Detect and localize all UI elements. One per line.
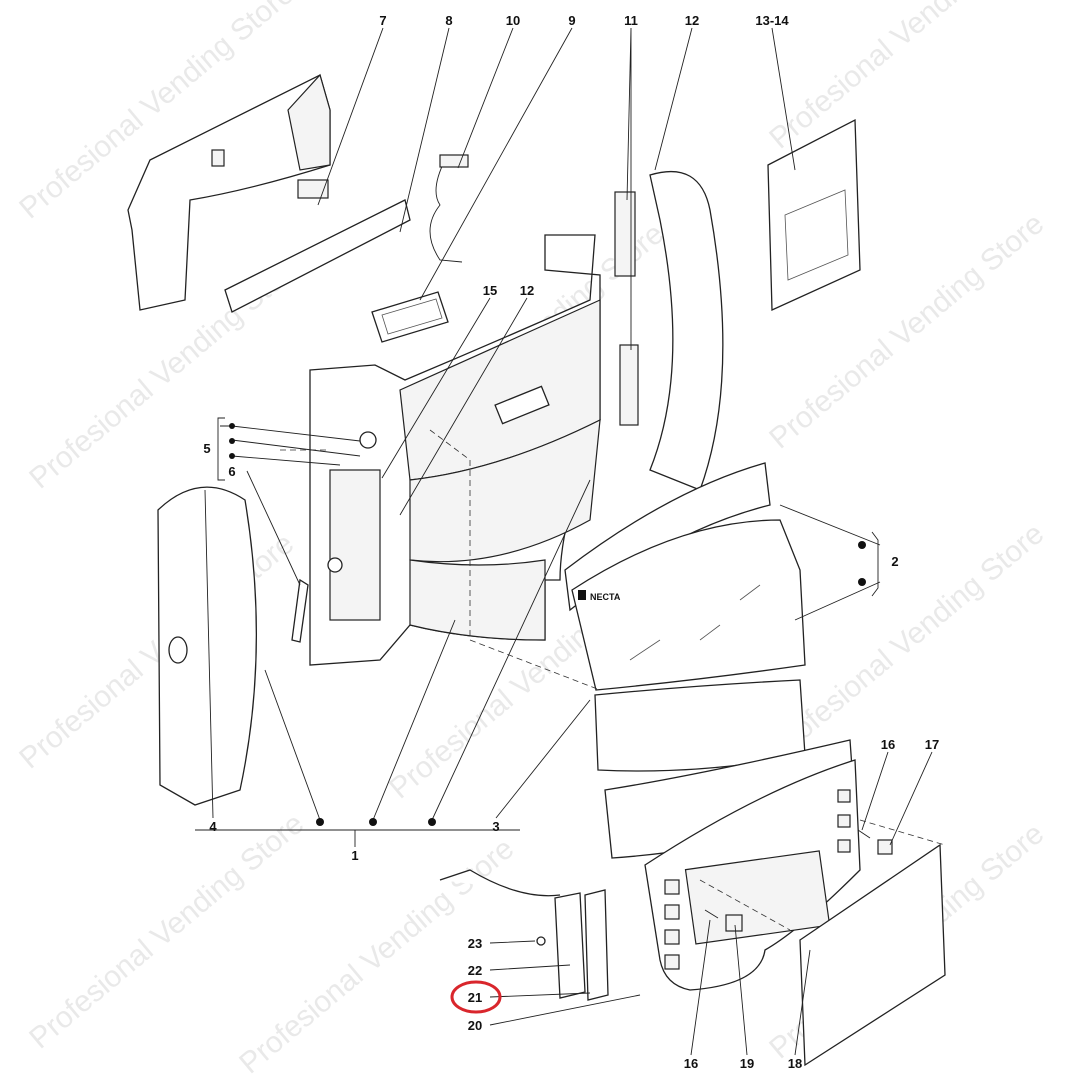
label-22: 22 xyxy=(468,963,482,978)
part-springs xyxy=(704,829,871,919)
watermark: Profesional Vending Store xyxy=(763,517,1050,765)
part-labels: 7 8 10 9 11 12 13-14 15 12 5 6 2 4 1 3 1… xyxy=(203,13,939,1071)
label-1: 1 xyxy=(351,848,358,863)
label-19: 19 xyxy=(740,1056,754,1071)
label-3: 3 xyxy=(492,819,499,834)
part-screw-23 xyxy=(536,936,546,946)
label-10: 10 xyxy=(506,13,520,28)
part-cable xyxy=(429,159,463,263)
label-18: 18 xyxy=(788,1056,802,1071)
part-connector xyxy=(439,154,469,168)
label-20: 20 xyxy=(468,1018,482,1033)
part-keypad-frame xyxy=(644,759,861,991)
part-keys xyxy=(291,578,309,643)
part-button-board xyxy=(224,199,411,313)
label-12: 12 xyxy=(685,13,699,28)
part-front-panel: NECTA xyxy=(564,462,806,691)
part-display xyxy=(371,291,449,343)
part-hinge-upper xyxy=(614,191,636,277)
label-12b: 12 xyxy=(520,283,534,298)
necta-logo: NECTA xyxy=(590,592,621,602)
part-board-21 xyxy=(584,889,609,1001)
part-left-panel xyxy=(157,486,258,806)
leader-lines xyxy=(195,27,933,1056)
label-13-14: 13-14 xyxy=(755,13,789,28)
label-21: 21 xyxy=(468,990,482,1005)
part-hinge-lower xyxy=(619,344,639,426)
part-button-17 xyxy=(877,839,893,855)
part-upper-cover xyxy=(127,73,331,311)
label-11: 11 xyxy=(624,13,638,28)
part-keypad-cable xyxy=(439,869,561,897)
label-16b: 16 xyxy=(684,1056,698,1071)
label-17: 17 xyxy=(925,737,939,752)
label-6: 6 xyxy=(228,464,235,479)
label-7: 7 xyxy=(379,13,386,28)
label-4: 4 xyxy=(209,819,217,834)
label-5: 5 xyxy=(203,441,210,456)
necta-logo-mark xyxy=(578,590,586,600)
label-2: 2 xyxy=(891,554,898,569)
label-16: 16 xyxy=(881,737,895,752)
highlight-circle xyxy=(450,980,502,1014)
guide-lines xyxy=(280,429,946,931)
label-8: 8 xyxy=(445,13,452,28)
label-23: 23 xyxy=(468,936,482,951)
part-label-sheet-lower xyxy=(799,843,946,1067)
watermark: Profesional Vending Store xyxy=(23,807,310,1055)
watermark: Profesional Vending Store xyxy=(13,527,300,775)
part-label-sheet xyxy=(767,118,861,311)
label-15: 15 xyxy=(483,283,497,298)
label-9: 9 xyxy=(568,13,575,28)
watermark: Profesional Vending Store xyxy=(763,0,1050,155)
watermark: Profesional Vending Store xyxy=(233,832,520,1080)
part-board-22 xyxy=(554,892,586,999)
part-door-body xyxy=(291,234,601,666)
part-side-trim xyxy=(649,170,724,491)
part-button-19 xyxy=(725,914,743,932)
